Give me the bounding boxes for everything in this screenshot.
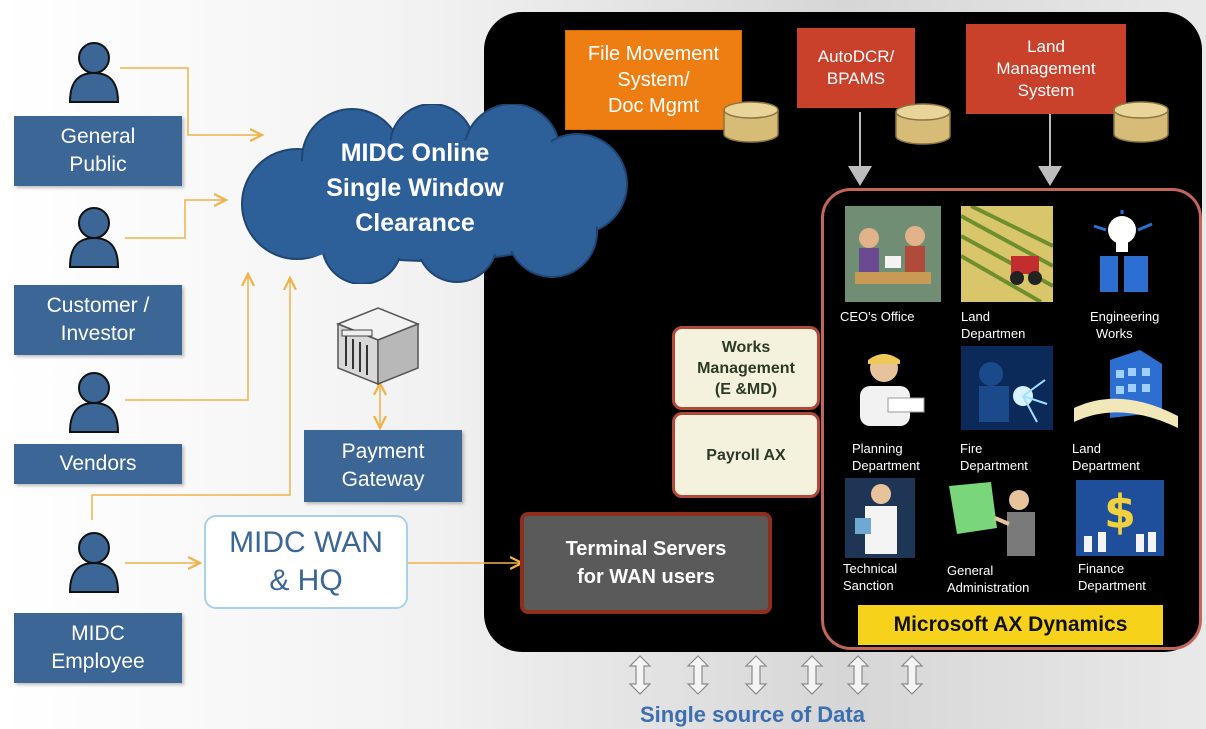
system-line: File Movement bbox=[587, 43, 720, 65]
footer-label: Single source of Data bbox=[640, 702, 865, 727]
file-movement-box: File Movement System/ Doc Mgmt bbox=[565, 30, 742, 130]
planning-department-illustration bbox=[848, 346, 930, 438]
dept-label-line: Department bbox=[960, 458, 1028, 473]
role-general-public: General Public bbox=[14, 116, 182, 186]
person-icon bbox=[64, 40, 124, 104]
database-icon bbox=[1113, 101, 1169, 143]
dept-general-administration: General Administration bbox=[947, 562, 1029, 596]
dept-label-line: Departmen bbox=[961, 326, 1026, 341]
role-vendors: Vendors bbox=[14, 444, 182, 484]
general-administration-illustration bbox=[945, 478, 1047, 562]
dept-label-line: Land bbox=[1072, 441, 1101, 456]
finance-department-illustration: $ bbox=[1076, 480, 1164, 556]
wan-line: MIDC WAN bbox=[229, 526, 383, 559]
dept-land: Land Departmen bbox=[961, 308, 1025, 342]
role-label: MIDC Employee bbox=[51, 622, 145, 673]
dept-label-line: CEO's Office bbox=[840, 309, 915, 324]
fire-department-illustration bbox=[961, 346, 1053, 430]
system-line: Management bbox=[996, 59, 1096, 78]
dept-label-line: Works bbox=[1096, 326, 1133, 341]
svg-text:$: $ bbox=[1104, 485, 1136, 539]
double-arrow-icon bbox=[628, 655, 652, 695]
payment-gateway-label: Payment Gateway bbox=[341, 440, 425, 491]
data-flow-arrows bbox=[628, 655, 924, 695]
autodcr-box: AutoDCR/ BPAMS bbox=[797, 28, 915, 108]
double-arrow-icon bbox=[744, 655, 768, 695]
payroll-box: Payroll AX bbox=[672, 412, 820, 498]
dept-label-line: Engineering bbox=[1090, 309, 1160, 324]
dept-label-line: Finance bbox=[1078, 561, 1125, 576]
role-label: General Public bbox=[60, 125, 136, 176]
dept-label-line: General bbox=[947, 563, 994, 578]
ax-dynamics-panel bbox=[821, 188, 1202, 650]
terminal-servers-box: Terminal Servers for WAN users bbox=[520, 512, 772, 614]
dept-label-line: Fire bbox=[960, 441, 983, 456]
works-line: Management bbox=[697, 359, 795, 377]
ax-dynamics-banner: Microsoft AX Dynamics bbox=[858, 605, 1163, 645]
dept-engineering-works: Engineering Works bbox=[1090, 308, 1159, 342]
system-line: BPAMS bbox=[826, 69, 886, 88]
person-icon bbox=[64, 205, 124, 269]
system-line: Doc Mgmt bbox=[607, 95, 700, 117]
double-arrow-icon bbox=[900, 655, 924, 695]
database-icon bbox=[895, 103, 951, 145]
system-line: System bbox=[1017, 81, 1075, 100]
ax-dynamics-label: Microsoft AX Dynamics bbox=[893, 613, 1128, 636]
double-arrow-icon bbox=[800, 655, 824, 695]
double-arrow-icon bbox=[846, 655, 870, 695]
cloud-title: MIDC Online Single Window Clearance bbox=[300, 136, 530, 241]
dept-planning: Planning Department bbox=[852, 440, 920, 474]
person-icon bbox=[64, 530, 124, 594]
database-icon bbox=[723, 101, 779, 143]
role-customer-investor: Customer / Investor bbox=[14, 285, 182, 355]
works-line: Works bbox=[721, 338, 771, 356]
dept-land-2: Land Department bbox=[1072, 440, 1140, 474]
cloud-shape bbox=[241, 104, 628, 284]
engineering-works-illustration bbox=[1080, 206, 1160, 298]
works-line: (E &MD) bbox=[714, 380, 778, 398]
dept-label-line: Planning bbox=[852, 441, 903, 456]
server-icon bbox=[335, 307, 421, 386]
land-management-box: Land Management System bbox=[966, 24, 1126, 114]
terminal-line: Terminal Servers bbox=[565, 538, 727, 560]
cloud-line: Single Window bbox=[326, 174, 504, 202]
dept-label-line: Technical bbox=[843, 561, 898, 576]
ceo-office-illustration bbox=[845, 206, 941, 302]
dept-label-line: Department bbox=[1072, 458, 1140, 473]
dept-technical-sanction: Technical Sanction bbox=[843, 560, 897, 594]
payment-gateway-box: Payment Gateway bbox=[304, 430, 462, 502]
role-midc-employee: MIDC Employee bbox=[14, 613, 182, 683]
works-management-box: Works Management (E &MD) bbox=[672, 326, 820, 410]
dept-ceo-office: CEO's Office bbox=[840, 308, 914, 325]
land-department-building-illustration bbox=[1070, 346, 1182, 436]
dept-label-line: Administration bbox=[947, 580, 1030, 595]
system-line: Land bbox=[1027, 37, 1065, 56]
cloud-line: MIDC Online bbox=[340, 139, 490, 167]
dept-label-line: Sanction bbox=[843, 578, 894, 593]
double-arrow-icon bbox=[686, 655, 710, 695]
land-department-illustration bbox=[961, 206, 1053, 302]
dept-label-line: Department bbox=[852, 458, 920, 473]
payroll-label: Payroll AX bbox=[706, 446, 786, 464]
dept-label-line: Land bbox=[961, 309, 990, 324]
footer-caption: Single source of Data bbox=[640, 702, 865, 728]
system-line: System/ bbox=[617, 69, 690, 91]
role-label: Vendors bbox=[59, 452, 137, 475]
person-icon bbox=[64, 370, 124, 434]
wan-line: & HQ bbox=[269, 564, 343, 597]
dept-label-line: Department bbox=[1078, 578, 1146, 593]
technical-sanction-illustration bbox=[845, 478, 915, 558]
midc-wan-box: MIDC WAN & HQ bbox=[204, 515, 408, 609]
dept-finance: Finance Department bbox=[1078, 560, 1146, 594]
cloud-line: Clearance bbox=[355, 209, 475, 237]
role-label: Customer / Investor bbox=[46, 294, 150, 345]
system-line: AutoDCR/ bbox=[817, 47, 895, 66]
dept-fire: Fire Department bbox=[960, 440, 1028, 474]
terminal-line: for WAN users bbox=[577, 566, 715, 588]
